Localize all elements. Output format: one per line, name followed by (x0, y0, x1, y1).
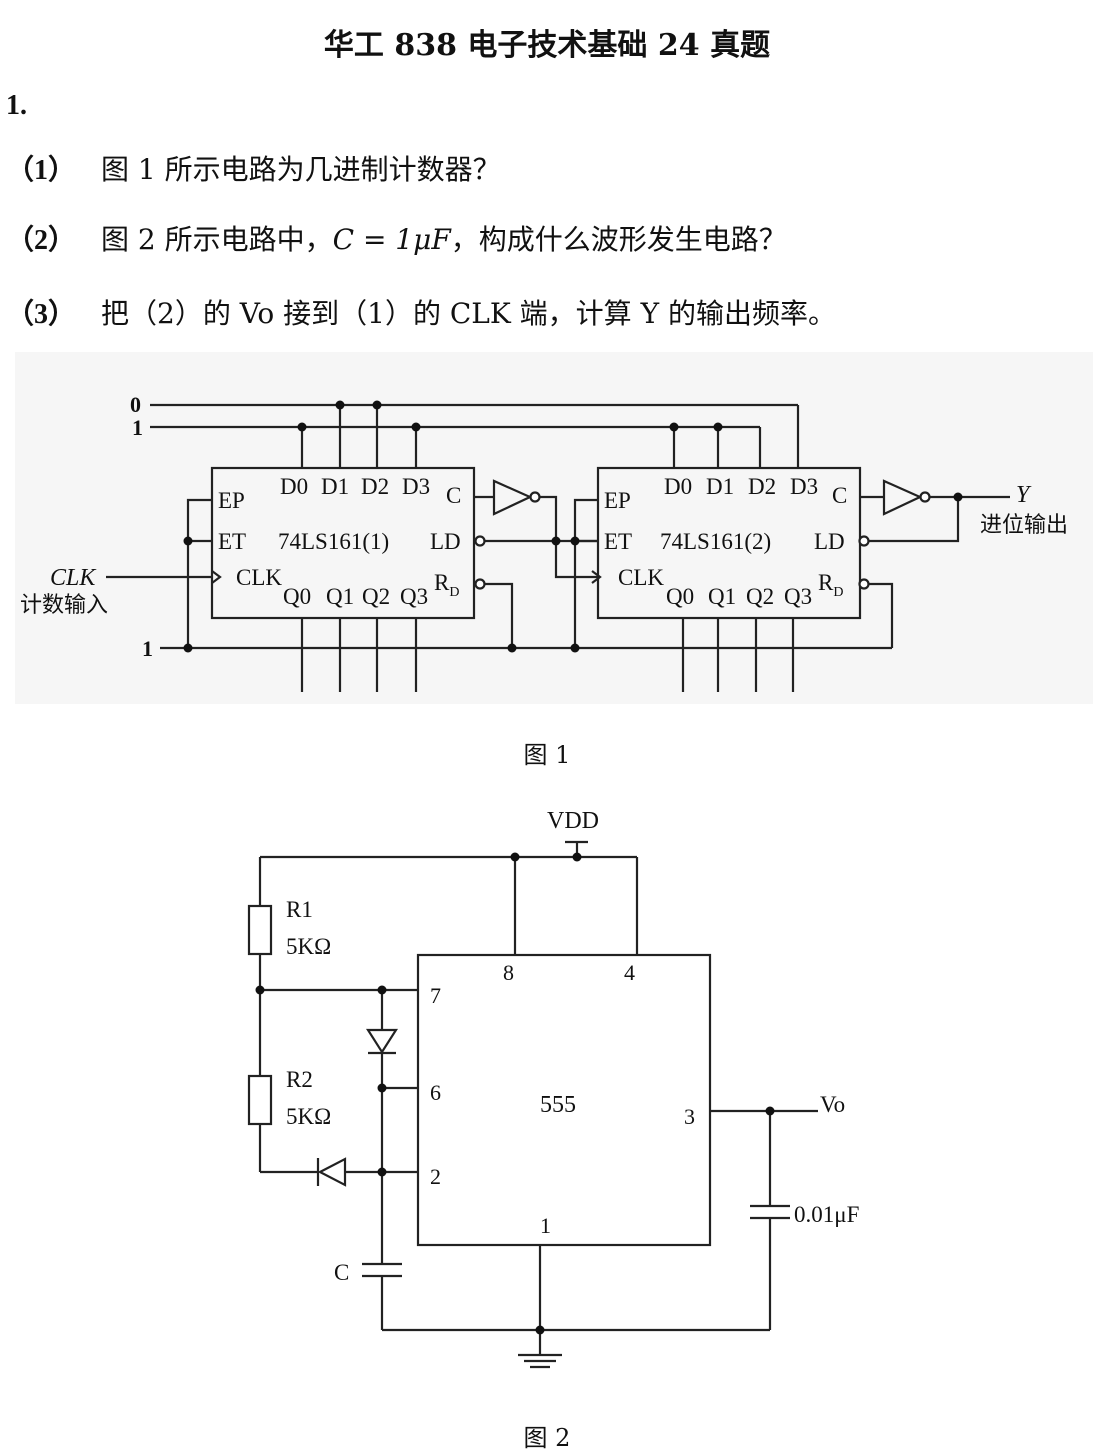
rail-1-label-top: 1 (132, 415, 143, 440)
chip2-q3-label: Q3 (784, 584, 812, 609)
pin-8-label: 8 (503, 960, 514, 985)
y-output-desc: 进位输出 (980, 512, 1068, 537)
vo-label: Vo (820, 1092, 845, 1117)
chip2-rd-sub: D (833, 585, 843, 600)
chip1-q2-label: Q2 (362, 584, 390, 609)
figure-2-circuit: VDD R1 5KΩ R2 5KΩ C 0.01μF 555 Vo 8 4 7 … (247, 808, 859, 1369)
sub-question-2-text-after: ，构成什么波形发生电路？ (450, 223, 787, 256)
chip1-clk-label: CLK (236, 565, 282, 590)
chip2-d1-label: D1 (706, 474, 734, 499)
pin-4-label: 4 (624, 960, 635, 985)
chip2-d2-label: D2 (748, 474, 776, 499)
chip1-q3-label: Q3 (400, 584, 428, 609)
chip2-rd-label: RD (818, 570, 843, 600)
chip1-ld-label: LD (430, 529, 461, 554)
chip1-d2-label: D2 (361, 474, 389, 499)
sub-question-3-text: 把（2）的 Vo 接到（1）的 CLK 端，计算 Y 的输出频率。 (101, 297, 836, 330)
sub-question-3-label: （3） (6, 299, 77, 330)
sub-question-2: （2） 图 2 所示电路中，C = 1μF，构成什么波形发生电路？ (6, 218, 787, 258)
sub-question-1-label: （1） (6, 155, 77, 186)
chip2-c-label: C (832, 483, 847, 508)
clk-input-label: CLK (50, 565, 97, 591)
chip2-ep-label: EP (604, 488, 631, 513)
chip2-rd-main: R (818, 570, 834, 595)
r1-value: 5KΩ (286, 934, 331, 959)
chip1-ep-label: EP (218, 488, 245, 513)
chip2-q1-label: Q1 (708, 584, 736, 609)
sub-question-1-text: 图 1 所示电路为几进制计数器？ (101, 153, 501, 186)
chip2-name: 74LS161(2) (660, 529, 771, 554)
clk-input-desc: 计数输入 (20, 592, 108, 617)
c-label: C (334, 1260, 349, 1285)
chip1-d3-label: D3 (402, 474, 430, 499)
page-title: 华工 838 电子技术基础 24 真题 (323, 28, 771, 63)
chip1-rd-sub: D (449, 585, 459, 600)
chip-555-label: 555 (540, 1092, 576, 1118)
pin-3-label: 3 (684, 1104, 695, 1129)
figure-2-caption: 图 2 (523, 1424, 571, 1452)
sub-question-3: （3） 把（2）的 Vo 接到（1）的 CLK 端，计算 Y 的输出频率。 (6, 292, 836, 332)
sub-question-2-text-before: 图 2 所示电路中， (101, 223, 333, 256)
vdd-label: VDD (547, 808, 599, 834)
chip1-d0-label: D0 (280, 474, 308, 499)
chip1-et-label: ET (218, 529, 246, 554)
chip1-q1-label: Q1 (326, 584, 354, 609)
chip1-name: 74LS161(1) (278, 529, 389, 554)
y-output-label: Y (1016, 482, 1032, 508)
r2-value: 5KΩ (286, 1104, 331, 1129)
chip1-d1-label: D1 (321, 474, 349, 499)
pin-7-label: 7 (430, 983, 441, 1008)
sub-question-2-label: （2） (6, 225, 77, 256)
sub-question-2-formula: C = 1μF (332, 223, 451, 256)
chip2-d0-label: D0 (664, 474, 692, 499)
r2-name: R2 (286, 1067, 313, 1092)
chip2-q0-label: Q0 (666, 584, 694, 609)
chip1-rd-label: RD (434, 570, 459, 600)
figure-1-background (15, 352, 1093, 704)
chip2-q2-label: Q2 (746, 584, 774, 609)
pin-2-label: 2 (430, 1164, 441, 1189)
chip1-rd-main: R (434, 570, 450, 595)
rail-1-label-bottom: 1 (142, 636, 153, 661)
pin-1-label: 1 (540, 1213, 551, 1238)
rail-0-label: 0 (130, 392, 141, 417)
chip2-d3-label: D3 (790, 474, 818, 499)
output-cap-value: 0.01μF (794, 1202, 859, 1227)
chip2-clk-label: CLK (618, 565, 664, 590)
sub-question-1: （1） 图 1 所示电路为几进制计数器？ (6, 148, 501, 188)
chip1-c-label: C (446, 483, 461, 508)
chip1-q0-label: Q0 (283, 584, 311, 609)
figure-1-circuit: 0 1 1 CLK 计数输入 Y 进位输出 EP ET CLK 74LS161(… (20, 392, 1068, 692)
chip2-et-label: ET (604, 529, 632, 554)
r1-name: R1 (286, 897, 313, 922)
question-number: 1. (6, 90, 27, 121)
pin-6-label: 6 (430, 1080, 441, 1105)
figure-1-caption: 图 1 (523, 741, 571, 769)
chip2-ld-label: LD (814, 529, 845, 554)
